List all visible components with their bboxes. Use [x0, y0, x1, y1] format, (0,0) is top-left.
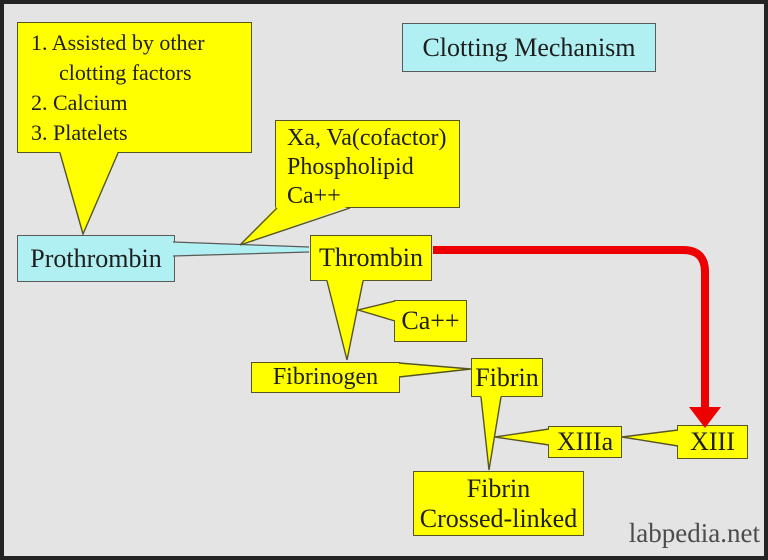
fibrinogen-fibrin-wedge: [398, 363, 472, 377]
note-callout-box: 1. Assisted by other clotting factors 2.…: [17, 22, 252, 153]
prothrombin-label: Prothrombin: [30, 243, 162, 273]
watermark-text: labpedia.net: [628, 518, 760, 548]
node-cofactor-box: Xa, Va(cofactor) Phospholipid Ca++: [275, 120, 460, 209]
note-line-1: 1. Assisted by other: [31, 30, 205, 55]
xiiia-label: XIIIa: [556, 427, 614, 456]
calcium-wedge-outline: [355, 300, 396, 322]
calcium-wedge: [358, 301, 396, 321]
node-xiii: XIII: [677, 425, 748, 459]
note-line-3: 2. Calcium: [31, 90, 128, 115]
cofactor-line-3: Ca++: [287, 183, 341, 209]
cofactor-line-1: Xa, Va(cofactor): [287, 125, 447, 151]
thrombin-tail: [327, 279, 363, 360]
fibrin-tail: [481, 395, 501, 470]
thrombin-label: Thrombin: [319, 243, 423, 272]
crosslinked-line-1: Fibrin: [466, 473, 531, 503]
node-prothrombin: Prothrombin: [17, 235, 175, 282]
xiiia-left-wedge-outline: [494, 428, 550, 446]
note-line-2: clotting factors: [59, 60, 192, 85]
crosslinked-line-2: Crossed-linked: [419, 503, 578, 533]
connector-prothrombin-thrombin-outline: [172, 241, 310, 257]
diagram-title: Clotting Mechanism: [422, 32, 636, 62]
calcium-label: Ca++: [401, 306, 460, 335]
xiiia-xiii-wedge-outline: [621, 429, 679, 447]
node-fibrin: Fibrin: [471, 358, 543, 397]
node-calcium: Ca++: [394, 300, 467, 342]
fibrinogen-fibrin-wedge-outline: [398, 362, 472, 378]
cofactor-line-2: Phospholipid: [287, 154, 414, 180]
note-line-4: 3. Platelets: [31, 120, 128, 145]
xiiia-xiii-wedge: [622, 430, 679, 446]
diagram-title-box: Clotting Mechanism: [402, 23, 656, 72]
thrombin-tail-outline: [326, 280, 364, 361]
fibrin-label: Fibrin: [475, 362, 539, 392]
node-xiiia: XIIIa: [548, 426, 622, 458]
node-thrombin: Thrombin: [310, 235, 432, 281]
node-fibrin-crosslinked: Fibrin Crossed-linked: [413, 471, 584, 536]
note-callout-tail: [60, 151, 118, 234]
note-callout-tail-outline: [59, 152, 119, 237]
fibrin-tail-outline: [480, 396, 502, 471]
connector-prothrombin-thrombin: [173, 242, 309, 256]
xiii-label: XIII: [690, 427, 735, 456]
xiiia-left-wedge: [495, 429, 550, 445]
fibrinogen-label: Fibrinogen: [272, 364, 379, 390]
node-fibrinogen: Fibrinogen: [251, 362, 400, 393]
